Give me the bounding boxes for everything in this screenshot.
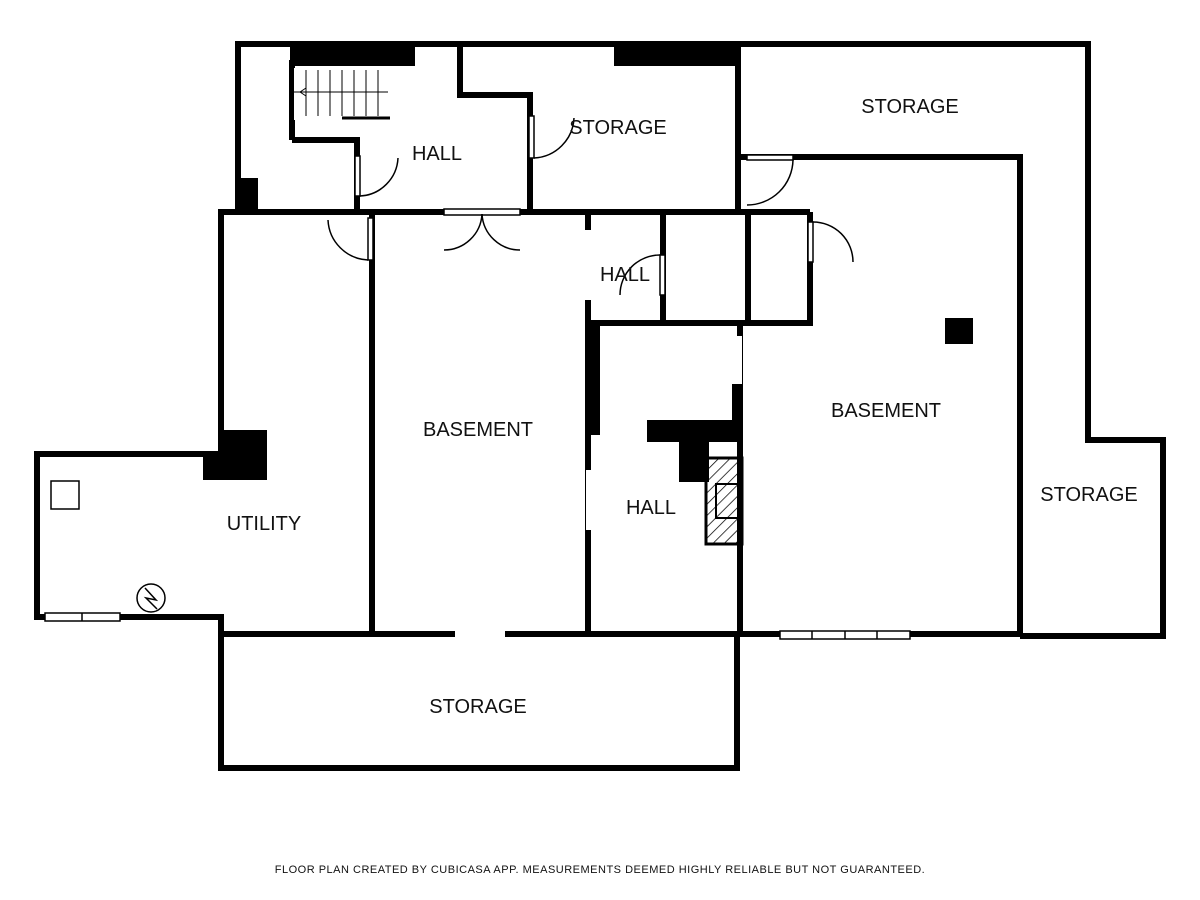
room-label-hall-center: HALL xyxy=(626,497,676,519)
chimney-hatch xyxy=(704,456,744,546)
electrical-panel-icon xyxy=(136,583,166,613)
door-storage-top xyxy=(528,115,575,159)
wall-hall-top xyxy=(457,44,533,212)
chimney-inner xyxy=(715,483,739,519)
room-label-storage-top: STORAGE xyxy=(569,117,666,139)
room-label-storage-bottom: STORAGE xyxy=(429,696,526,718)
room-labels: STORAGE STORAGE HALL HALL BASEMENT BASEM… xyxy=(227,96,1138,718)
door-storage-right xyxy=(746,154,794,206)
room-label-storage-right: STORAGE xyxy=(1040,484,1137,506)
door-basement-double xyxy=(443,208,521,251)
openings xyxy=(455,230,742,638)
wall-outer-right xyxy=(738,41,1166,639)
wall-utility-left xyxy=(34,212,740,771)
room-label-hall-small: HALL xyxy=(600,264,650,286)
footer-disclaimer: FLOOR PLAN CREATED BY CUBICASA APP. MEAS… xyxy=(275,864,925,876)
door-utility xyxy=(327,217,374,261)
doors xyxy=(327,115,854,296)
wall-hall-left xyxy=(292,137,360,212)
solid-masses xyxy=(203,44,973,482)
wall-inner-right-storage xyxy=(740,154,1023,636)
door-small-room xyxy=(807,221,854,263)
room-label-hall-top: HALL xyxy=(412,143,462,165)
room-label-storage-top-right: STORAGE xyxy=(861,96,958,118)
windows xyxy=(44,612,911,640)
stairs xyxy=(294,68,390,120)
water-heater-square xyxy=(50,480,80,510)
wall-top-left-block xyxy=(235,41,738,212)
room-label-basement-left: BASEMENT xyxy=(423,419,533,441)
room-label-basement-right: BASEMENT xyxy=(831,400,941,422)
door-hall-top xyxy=(354,155,399,197)
column-block xyxy=(945,318,973,344)
room-label-utility: UTILITY xyxy=(227,513,301,535)
door-small-hall xyxy=(619,254,666,296)
